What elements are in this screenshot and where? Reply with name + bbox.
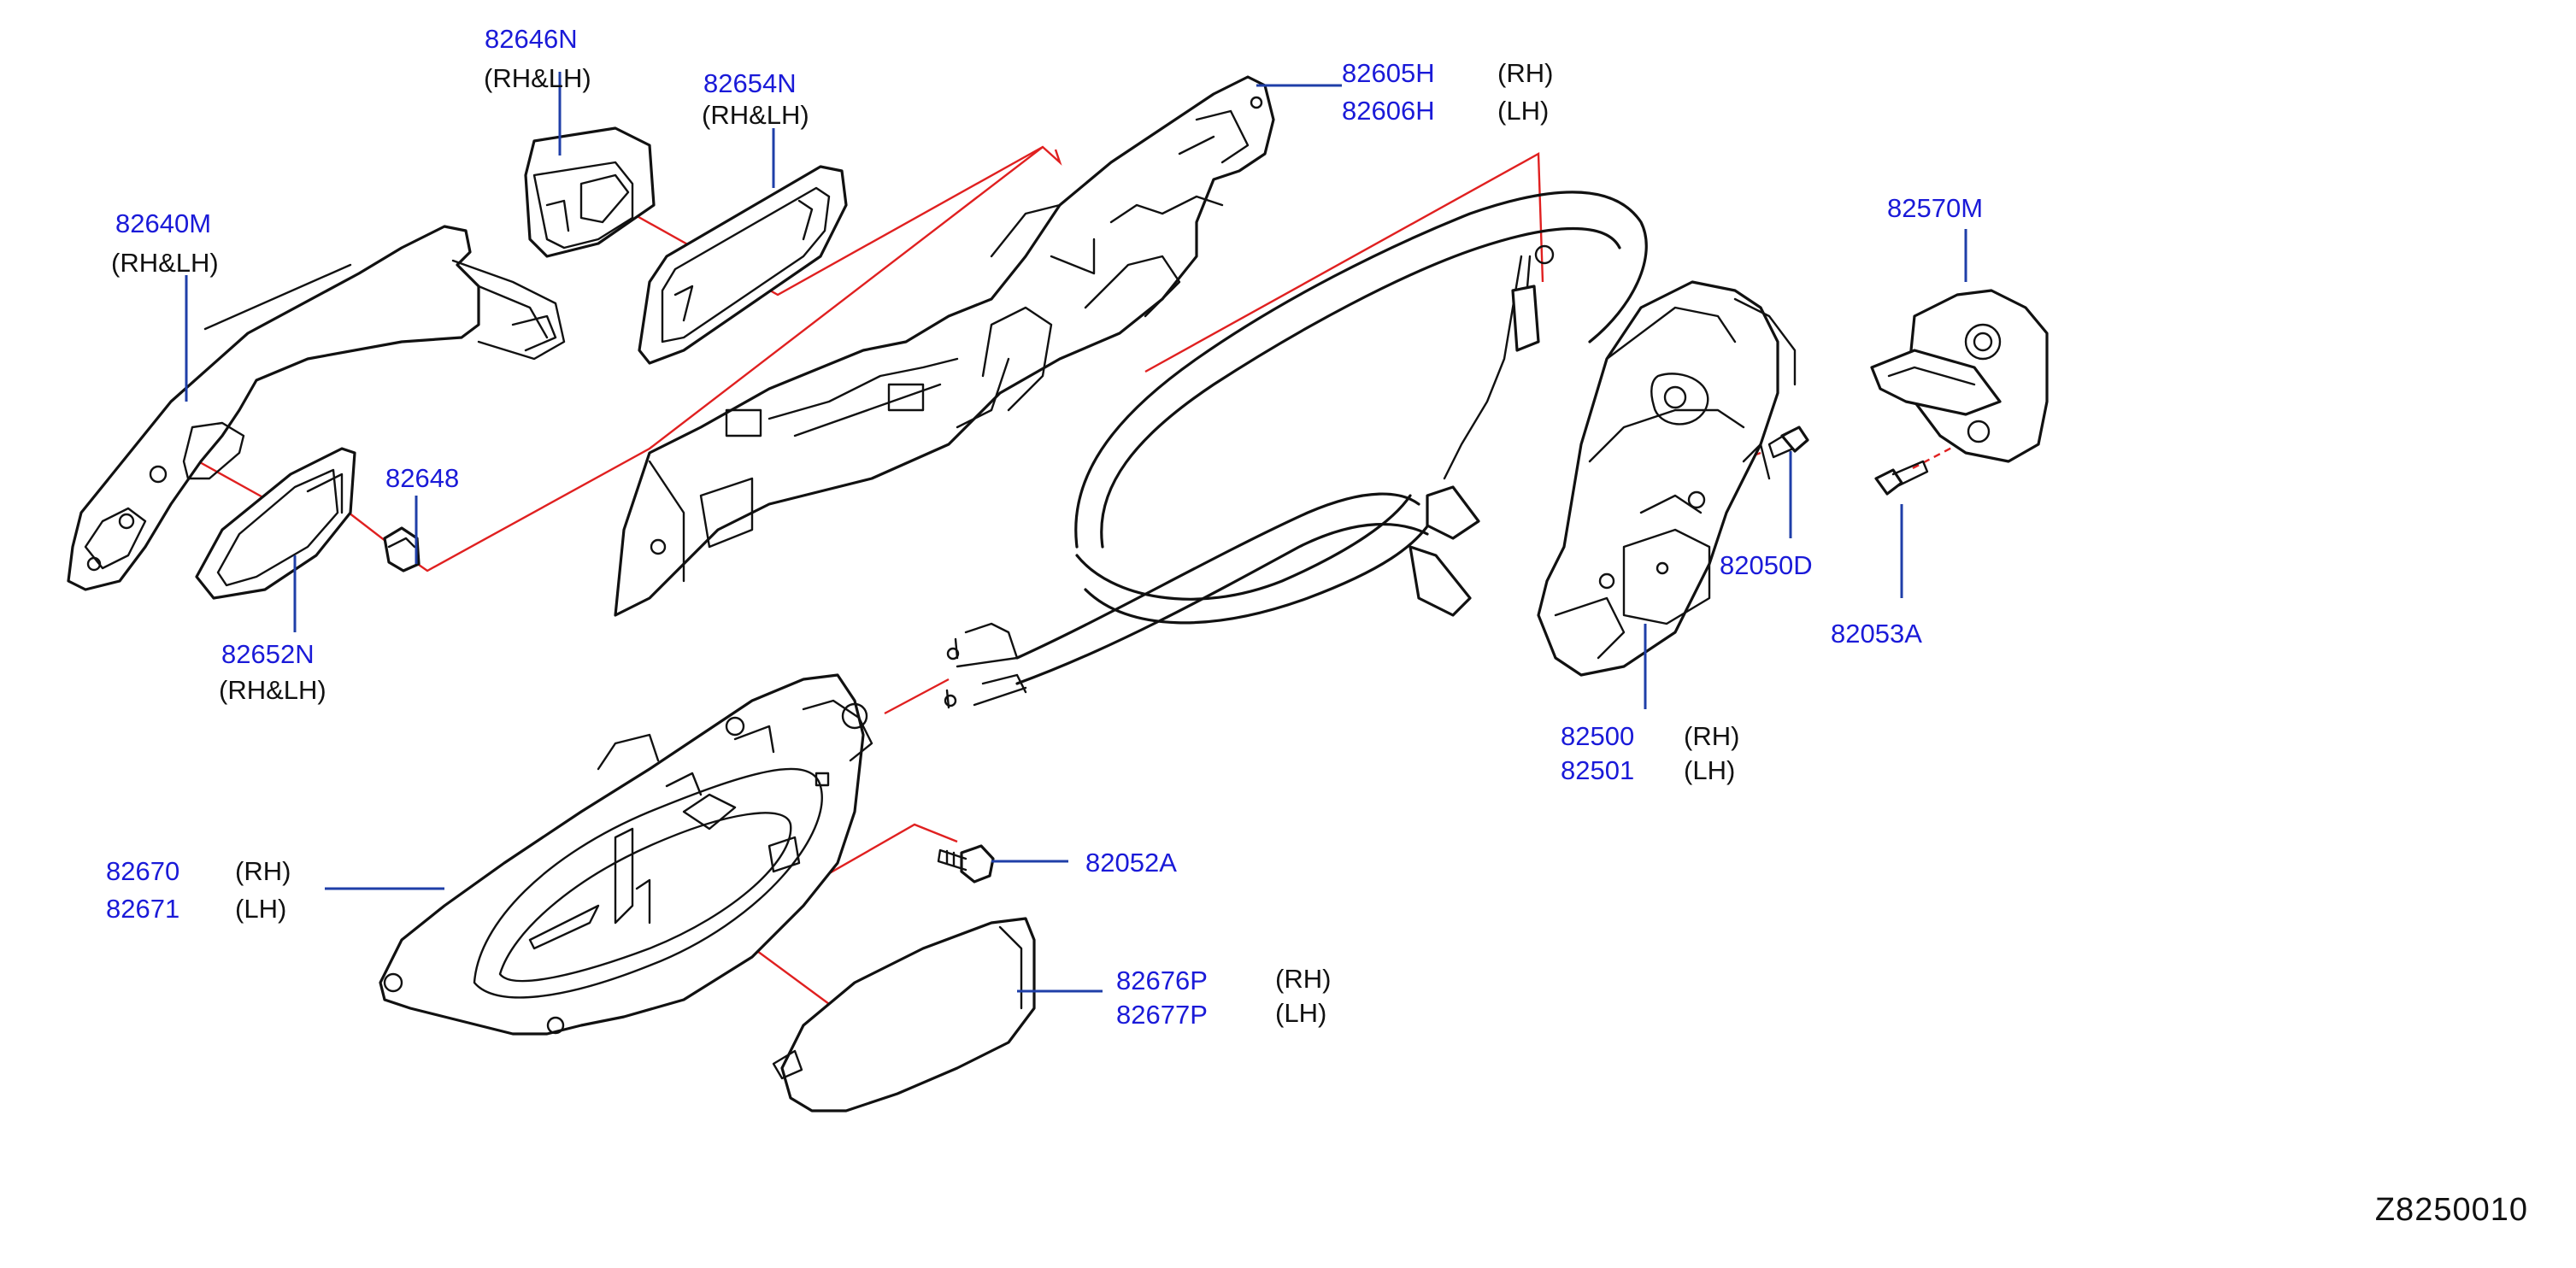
part-82654n-gasket[interactable] (638, 165, 848, 365)
callout-82671-note: (LH) (235, 894, 286, 924)
part-82050d-screw[interactable] (1767, 426, 1809, 459)
callout-labels: 82646N (RH&LH) 82654N (RH&LH) 82640M (RH… (106, 24, 1983, 1030)
callout-82648-part[interactable]: 82648 (385, 463, 459, 493)
part-82052a-bolt[interactable] (937, 844, 995, 883)
part-82053a-screw[interactable] (1874, 460, 1929, 496)
callout-82671-part[interactable]: 82671 (106, 894, 179, 924)
part-82605h-bracket[interactable] (614, 75, 1275, 617)
callout-82652n-note: (RH&LH) (219, 675, 326, 705)
callout-82640m-part[interactable]: 82640M (115, 208, 211, 238)
part-82570m-striker[interactable] (1870, 289, 2049, 463)
part-82640m-outside-handle[interactable] (67, 225, 566, 591)
callout-82676p-part[interactable]: 82676P (1116, 966, 1208, 995)
part-82670-inside-handle[interactable] (379, 673, 873, 1036)
callout-82670-note: (RH) (235, 856, 291, 886)
callout-82605h-part[interactable]: 82605H (1342, 58, 1435, 88)
part-82652n-escutcheon[interactable] (195, 447, 356, 600)
leader-lines (185, 72, 1967, 993)
callout-82646n-part[interactable]: 82646N (485, 24, 578, 54)
callout-82677p-part[interactable]: 82677P (1116, 1000, 1208, 1030)
callout-82676p-note: (RH) (1275, 964, 1331, 994)
callout-82050d-part[interactable]: 82050D (1720, 550, 1813, 580)
callout-82677p-note: (LH) (1275, 998, 1326, 1028)
part-82500-latch[interactable] (1537, 280, 1797, 677)
callout-82053a-part[interactable]: 82053A (1831, 619, 1922, 649)
callout-82606h-part[interactable]: 82606H (1342, 96, 1435, 126)
callout-82500-note: (RH) (1684, 721, 1739, 751)
callout-82501-part[interactable]: 82501 (1561, 755, 1634, 785)
part-82648-clip[interactable] (383, 526, 421, 572)
callout-82605h-note: (RH) (1497, 58, 1553, 88)
callout-82652n-part[interactable]: 82652N (221, 639, 315, 669)
callout-82640m-note: (RH&LH) (111, 248, 219, 278)
part-82646n-cap[interactable] (524, 126, 656, 258)
callout-82670-part[interactable]: 82670 (106, 856, 179, 886)
callout-82606h-note: (LH) (1497, 96, 1549, 126)
diagram-code: Z8250010 (2374, 1192, 2528, 1228)
part-82676p-cover[interactable] (772, 917, 1036, 1112)
callout-82052a-part[interactable]: 82052A (1085, 848, 1177, 878)
cable-assembly (944, 191, 1648, 709)
callout-82501-note: (LH) (1684, 755, 1735, 785)
callout-82646n-note: (RH&LH) (484, 63, 591, 93)
callout-82654n-part[interactable]: 82654N (703, 68, 797, 98)
callout-82654n-note: (RH&LH) (702, 100, 809, 130)
callout-82500-part[interactable]: 82500 (1561, 721, 1634, 751)
callout-82570m-part[interactable]: 82570M (1887, 193, 1983, 223)
